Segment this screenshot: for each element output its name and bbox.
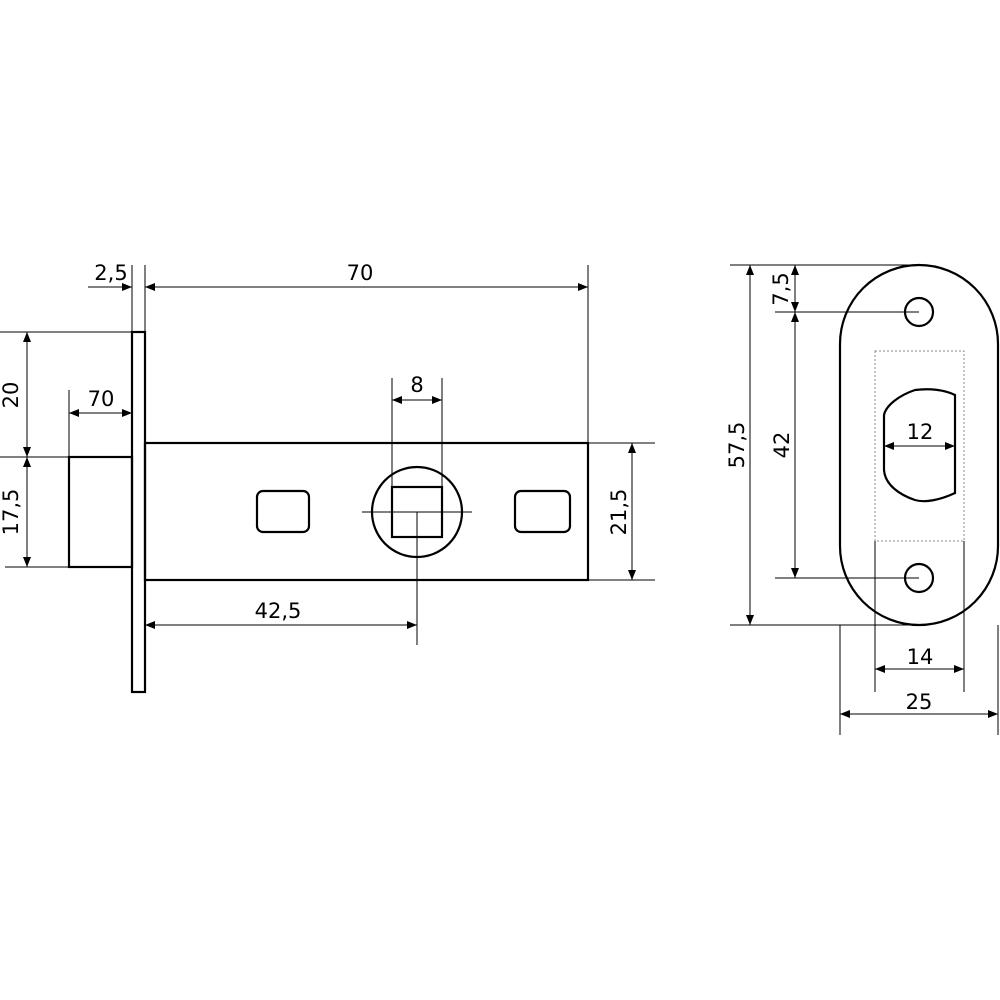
latch-bolt bbox=[67, 455, 134, 569]
latch-body bbox=[143, 441, 590, 582]
dim-latch-height: 17,5 bbox=[0, 489, 23, 536]
dim-hole-offset: 7,5 bbox=[769, 272, 793, 305]
dim-body-height: 21,5 bbox=[607, 489, 631, 536]
latch-box-outline bbox=[874, 350, 965, 542]
dim-faceplate-thickness: 2,5 bbox=[94, 261, 127, 285]
dim-spindle-square: 8 bbox=[410, 373, 423, 397]
extension-lines bbox=[730, 264, 999, 735]
dim-backset-length: 70 bbox=[347, 261, 374, 285]
mounting-slot-right bbox=[513, 489, 572, 534]
strike-plate bbox=[838, 263, 1000, 627]
dim-spindle-offset: 42,5 bbox=[255, 599, 302, 623]
dim-hole-spacing: 42 bbox=[770, 432, 794, 459]
dim-plate-width: 25 bbox=[906, 690, 933, 714]
dimension-lines bbox=[23, 283, 636, 629]
mounting-slot-left bbox=[255, 489, 311, 534]
dimension-lines bbox=[746, 265, 998, 718]
latch-side-view: 2,5 70 20 17,5 70 8 21,5 42,5 bbox=[0, 261, 655, 694]
dim-latch-projection: 70 bbox=[88, 387, 115, 411]
dim-faceplate-upper: 20 bbox=[0, 382, 23, 409]
dim-total-height: 57,5 bbox=[725, 422, 749, 469]
faceplate bbox=[130, 330, 147, 694]
extension-lines bbox=[0, 265, 655, 581]
dim-box-width: 14 bbox=[907, 645, 934, 669]
latch-opening bbox=[882, 388, 957, 503]
dim-opening-width: 12 bbox=[907, 420, 934, 444]
strike-plate-view: 7,5 57,5 42 12 14 25 bbox=[725, 263, 1000, 735]
